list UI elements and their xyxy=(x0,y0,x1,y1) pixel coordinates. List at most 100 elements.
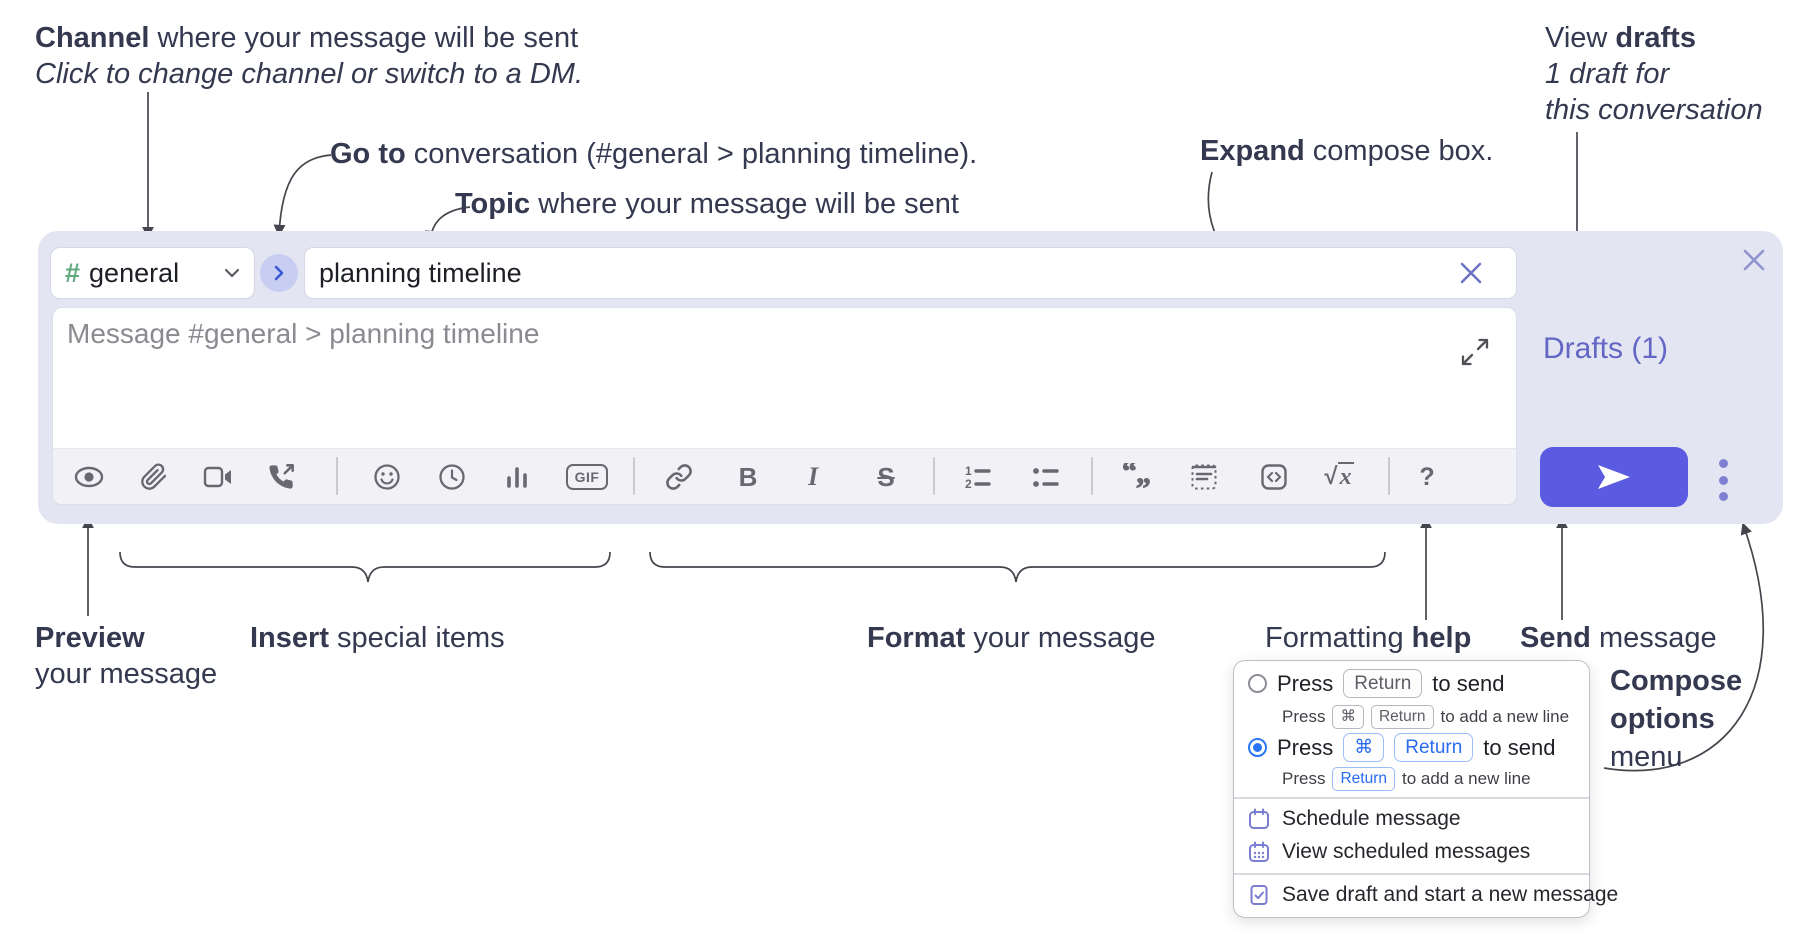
blockquote-button[interactable]: “ „ xyxy=(1120,455,1156,499)
goto-conversation-button[interactable] xyxy=(260,254,298,292)
smiley-icon xyxy=(374,464,400,490)
video-camera-icon xyxy=(203,466,231,488)
toolbar-divider xyxy=(1388,457,1390,495)
kebab-dot xyxy=(1718,459,1728,468)
menu-item-save-draft[interactable]: Save draft and start a new message xyxy=(1248,883,1618,907)
send-icon xyxy=(1598,465,1630,489)
message-input[interactable]: Message #general > planning timeline xyxy=(52,307,1517,505)
poll-button[interactable] xyxy=(499,455,535,499)
compose-options-button[interactable] xyxy=(1714,459,1732,501)
message-placeholder: Message #general > planning timeline xyxy=(67,318,540,349)
cmd-key: ⌘ xyxy=(1343,733,1385,762)
clock-icon xyxy=(439,464,465,490)
link-icon xyxy=(666,464,692,490)
audio-call-button[interactable] xyxy=(263,455,299,499)
preview-button[interactable] xyxy=(71,455,107,499)
topic-annotation: Topic where your message will be sent xyxy=(455,188,959,220)
menu-item-view-scheduled[interactable]: View scheduled messages xyxy=(1248,840,1530,864)
strikethrough-icon: S xyxy=(877,461,895,492)
code-icon xyxy=(1261,464,1287,490)
ordered-list-button[interactable]: 1 2 xyxy=(960,455,996,499)
bulleted-list-icon xyxy=(1033,468,1059,487)
send-annotation: Send message xyxy=(1520,622,1717,654)
menu-divider xyxy=(1234,797,1589,799)
formatting-toolbar: GIF B I S xyxy=(53,448,1516,504)
italic-icon: I xyxy=(807,462,819,491)
radio-selected[interactable] xyxy=(1248,738,1267,757)
toolbar-divider xyxy=(933,457,935,495)
cmd-key: ⌘ xyxy=(1332,705,1364,729)
phone-outgoing-icon xyxy=(269,464,294,489)
drafts-link[interactable]: Drafts (1) xyxy=(1543,332,1669,365)
expand-compose-button[interactable] xyxy=(1459,336,1491,368)
menu-option-sub: Press ⌘ Return to add a new line xyxy=(1282,705,1569,729)
draft-check-icon xyxy=(1250,885,1268,905)
question-mark-icon: ? xyxy=(1419,462,1435,491)
menu-divider xyxy=(1234,873,1589,875)
attach-file-button[interactable] xyxy=(136,455,172,499)
gif-button[interactable]: GIF xyxy=(557,455,617,499)
code-block-button[interactable] xyxy=(1256,455,1292,499)
quote-icon: “ „ xyxy=(1122,463,1152,491)
channel-annotation: Channel where your message will be sent … xyxy=(35,22,584,90)
svg-text:1: 1 xyxy=(965,464,972,478)
insert-annotation: Insert special items xyxy=(250,622,505,654)
chevron-right-icon xyxy=(274,265,284,281)
video-clip-button[interactable] xyxy=(200,455,236,499)
bulleted-list-button[interactable] xyxy=(1028,455,1064,499)
chevron-down-icon xyxy=(224,268,240,279)
recent-history-button[interactable] xyxy=(434,455,470,499)
return-key: Return xyxy=(1332,767,1395,791)
send-button[interactable] xyxy=(1540,447,1688,507)
preview-annotation: Preview your message xyxy=(35,622,218,690)
compose-options-annotation: Compose options menu xyxy=(1610,665,1743,773)
numbered-list-icon: 1 2 xyxy=(965,464,991,490)
snippet-icon xyxy=(1191,464,1217,490)
formatting-help-annotation: Formatting help xyxy=(1265,622,1472,654)
emoji-button[interactable] xyxy=(369,455,405,499)
sqrt-icon: √x xyxy=(1324,462,1354,490)
compose-options-menu: Press Return to send Press ⌘ Return to a… xyxy=(1233,660,1618,918)
calendar-icon xyxy=(1249,808,1269,829)
bar-chart-icon xyxy=(507,467,527,488)
view-drafts-annotation: View drafts 1 draft for this conversatio… xyxy=(1545,22,1763,126)
channel-selector[interactable]: # general xyxy=(50,247,255,299)
link-button[interactable] xyxy=(661,455,697,499)
close-compose-button[interactable] xyxy=(1742,248,1766,272)
text-snippet-button[interactable] xyxy=(1186,455,1222,499)
gif-icon: GIF xyxy=(565,464,609,490)
kebab-dot xyxy=(1718,475,1728,485)
calendar-list-icon xyxy=(1249,841,1269,862)
strikethrough-button[interactable]: S xyxy=(868,455,904,499)
toolbar-divider xyxy=(336,457,338,495)
svg-text:“: “ xyxy=(1122,463,1137,488)
return-key: Return xyxy=(1370,705,1434,729)
channel-name: general xyxy=(89,257,180,288)
svg-text:„: „ xyxy=(1136,463,1151,490)
toolbar-divider xyxy=(633,457,635,495)
toolbar-divider xyxy=(1091,457,1093,495)
channel-hash-icon: # xyxy=(65,257,81,288)
formatting-help-button[interactable]: ? xyxy=(1409,455,1445,499)
clear-topic-button[interactable] xyxy=(1458,260,1484,286)
expand-annotation: Expand compose box. xyxy=(1200,135,1494,167)
goto-annotation: Go to conversation (#general > planning … xyxy=(330,138,978,170)
topic-input[interactable]: planning timeline xyxy=(304,247,1517,299)
menu-item-schedule[interactable]: Schedule message xyxy=(1248,807,1461,831)
paperclip-icon xyxy=(141,463,167,490)
bold-button[interactable]: B xyxy=(730,455,766,499)
svg-text:2: 2 xyxy=(965,477,972,490)
menu-option-return-to-send[interactable]: Press Return to send xyxy=(1248,669,1504,698)
topic-value: planning timeline xyxy=(319,257,522,288)
menu-option-sub: Press Return to add a new line xyxy=(1282,767,1531,791)
return-key: Return xyxy=(1394,733,1474,762)
italic-button[interactable]: I xyxy=(795,455,831,499)
format-annotation: Format your message xyxy=(867,622,1156,654)
kebab-dot xyxy=(1718,492,1728,501)
eye-icon xyxy=(74,466,104,488)
bold-icon: B xyxy=(738,461,758,492)
equation-button[interactable]: √x xyxy=(1315,455,1363,499)
menu-option-cmd-return-to-send[interactable]: Press ⌘ Return to send xyxy=(1248,733,1555,762)
radio-unselected[interactable] xyxy=(1248,674,1267,693)
